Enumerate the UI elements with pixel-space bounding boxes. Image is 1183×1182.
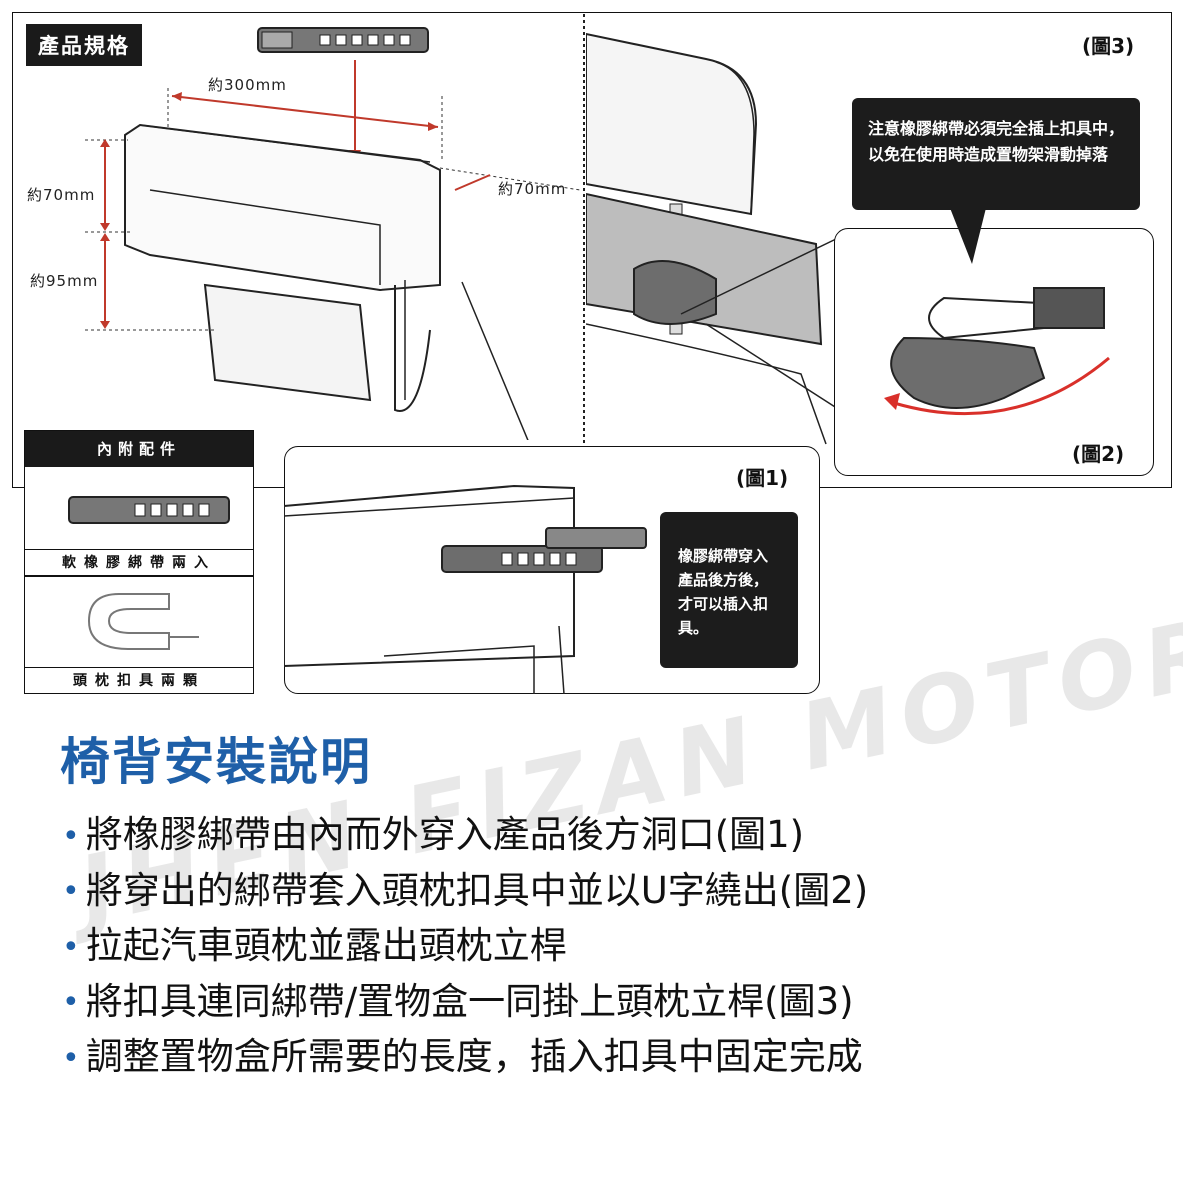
instruction-step: •拉起汽車頭枕並露出頭枕立桿	[62, 924, 567, 967]
instructions-title: 椅背安裝說明	[60, 733, 372, 791]
width-dimension-label: 約300mm	[208, 76, 287, 94]
height-bottom-dimension-label: 約95mm	[30, 272, 99, 290]
product-box-illustration	[85, 27, 581, 440]
strap-top-icon	[257, 27, 429, 53]
instruction-step: •調整置物盒所需要的長度，插入扣具中固定完成	[62, 1035, 863, 1078]
strap-caption: 軟橡膠綁帶兩入	[25, 549, 253, 576]
depth-dimension-label: 約70mm	[498, 180, 567, 198]
fig2-label: (圖2)	[1072, 442, 1125, 466]
fig3-label: (圖3)	[1082, 34, 1135, 58]
warning-note: 注意橡膠綁帶必須完全插上扣具中，以免在使用時造成置物架滑動掉落	[852, 98, 1140, 210]
headrest-illustration	[586, 32, 847, 445]
warning-pointer	[950, 208, 986, 264]
clip-caption: 頭枕扣具兩顆	[25, 667, 253, 694]
strap-insert-illustration	[284, 484, 647, 694]
insert-note-text: 橡膠綁帶穿入產品後方後，才可以插入扣具。	[678, 547, 769, 637]
instruction-step: •將穿出的綁帶套入頭枕扣具中並以U字繞出(圖2)	[62, 868, 869, 912]
warning-note-text: 注意橡膠綁帶必須完全插上扣具中，以免在使用時造成置物架滑動掉落	[868, 119, 1125, 164]
accessories-strap-cell: 內附配件 軟橡膠綁帶兩入	[24, 430, 254, 576]
fig1-label: (圖1)	[736, 466, 789, 490]
accessories-header: 內附配件	[25, 431, 253, 467]
insert-note: 橡膠綁帶穿入產品後方後，才可以插入扣具。	[660, 512, 798, 668]
clip-u-wrap-illustration	[884, 287, 1110, 416]
instruction-step: •將橡膠綁帶由內而外穿入產品後方洞口(圖1)	[62, 813, 805, 856]
instructions-list: •將橡膠綁帶由內而外穿入產品後方洞口(圖1) •將穿出的綁帶套入頭枕扣具中並以U…	[62, 808, 868, 1086]
strap-icon	[68, 496, 230, 524]
height-top-dimension-label: 約70mm	[27, 186, 96, 204]
spec-tag: 產品規格	[26, 24, 142, 66]
headrest-clip-icon	[87, 593, 199, 650]
instruction-step: •將扣具連同綁帶/置物盒一同掛上頭枕立桿(圖3)	[62, 979, 854, 1023]
accessories-clip-cell: 頭枕扣具兩顆	[24, 576, 254, 694]
strap-inserted-icon	[441, 527, 647, 573]
